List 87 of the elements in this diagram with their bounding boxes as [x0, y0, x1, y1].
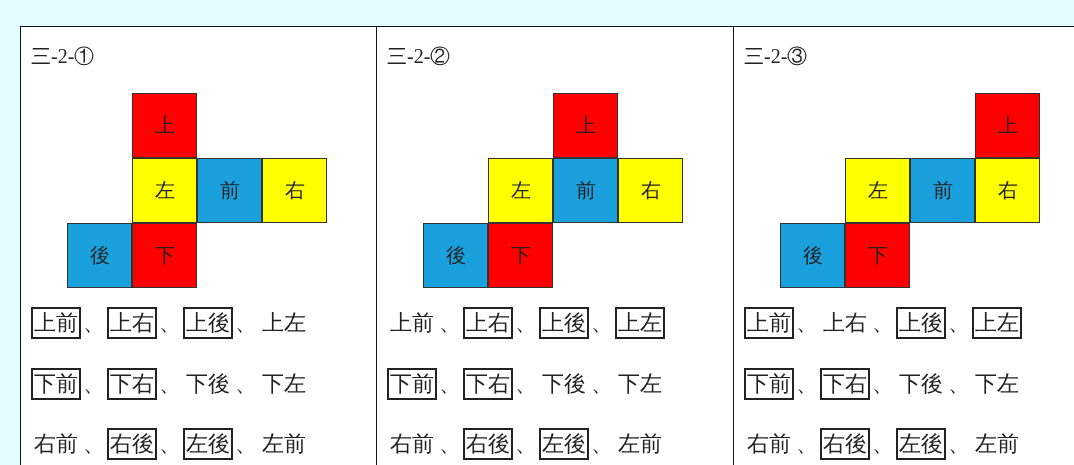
boxed-answer: 下右 [107, 368, 157, 400]
cube-face: 上 [553, 93, 618, 158]
answer-text: 左前 [261, 430, 307, 458]
cell-heading: 三-2-③ [744, 44, 808, 69]
boxed-answer: 右後 [107, 428, 157, 460]
cube-face: 下 [845, 223, 910, 288]
list-separator: 、 [795, 430, 819, 458]
list-separator: 、 [82, 309, 106, 337]
cube-face: 前 [197, 158, 262, 223]
boxed-answer: 右後 [463, 428, 513, 460]
boxed-answer: 上左 [972, 307, 1022, 339]
answer-text: 右前 [33, 430, 79, 458]
boxed-answer: 上後 [539, 307, 589, 339]
answer-text: 下後 [541, 370, 587, 398]
list-separator: 、 [438, 430, 462, 458]
list-separator: 、 [514, 370, 538, 398]
cube-face: 右 [618, 158, 683, 223]
cell-heading: 三-2-① [31, 44, 95, 69]
boxed-answer: 上左 [615, 307, 665, 339]
list-separator: 、 [438, 309, 462, 337]
list-separator: 、 [590, 430, 614, 458]
cube-face: 下 [132, 223, 197, 288]
boxed-answer: 上前 [744, 307, 794, 339]
boxed-answer: 下前 [744, 368, 794, 400]
cube-face: 上 [975, 93, 1040, 158]
list-separator: 、 [871, 430, 895, 458]
boxed-answer: 上後 [183, 307, 233, 339]
answer-text: 下後 [185, 370, 231, 398]
table-cell [20, 26, 377, 465]
answer-text: 上右 [822, 309, 868, 337]
list-separator: 、 [158, 430, 182, 458]
boxed-answer: 上右 [463, 307, 513, 339]
list-separator: 、 [158, 370, 182, 398]
list-separator: 、 [795, 309, 819, 337]
cube-face: 後 [780, 223, 845, 288]
list-separator: 、 [234, 309, 258, 337]
answer-text: 右前 [746, 430, 792, 458]
cube-face: 後 [67, 223, 132, 288]
boxed-answer: 上右 [107, 307, 157, 339]
answer-text: 下左 [974, 370, 1020, 398]
cube-face: 上 [132, 93, 197, 158]
boxed-answer: 左後 [539, 428, 589, 460]
boxed-answer: 下右 [463, 368, 513, 400]
answer-text: 左前 [617, 430, 663, 458]
cell-heading: 三-2-② [387, 44, 451, 69]
table-cell [376, 26, 734, 465]
cube-face: 右 [975, 158, 1040, 223]
list-separator: 、 [947, 309, 971, 337]
answer-text: 下左 [617, 370, 663, 398]
list-separator: 、 [514, 430, 538, 458]
list-separator: 、 [947, 370, 971, 398]
answer-text: 上左 [261, 309, 307, 337]
boxed-answer: 下前 [387, 368, 437, 400]
table-cell [733, 26, 1074, 465]
list-separator: 、 [947, 430, 971, 458]
cube-face: 左 [488, 158, 553, 223]
cube-face: 左 [845, 158, 910, 223]
list-separator: 、 [82, 370, 106, 398]
boxed-answer: 下前 [31, 368, 81, 400]
boxed-answer: 左後 [896, 428, 946, 460]
list-separator: 、 [590, 309, 614, 337]
list-separator: 、 [590, 370, 614, 398]
boxed-answer: 上後 [896, 307, 946, 339]
answer-text: 下後 [898, 370, 944, 398]
boxed-answer: 左後 [183, 428, 233, 460]
list-separator: 、 [795, 370, 819, 398]
list-separator: 、 [234, 430, 258, 458]
list-separator: 、 [234, 370, 258, 398]
list-separator: 、 [871, 309, 895, 337]
answer-text: 上前 [389, 309, 435, 337]
cube-face: 後 [423, 223, 488, 288]
answer-text: 下左 [261, 370, 307, 398]
list-separator: 、 [82, 430, 106, 458]
boxed-answer: 右後 [820, 428, 870, 460]
boxed-answer: 上前 [31, 307, 81, 339]
list-separator: 、 [158, 309, 182, 337]
boxed-answer: 下右 [820, 368, 870, 400]
answer-text: 右前 [389, 430, 435, 458]
list-separator: 、 [438, 370, 462, 398]
list-separator: 、 [871, 370, 895, 398]
answer-text: 左前 [974, 430, 1020, 458]
cube-face: 前 [910, 158, 975, 223]
cube-face: 左 [132, 158, 197, 223]
list-separator: 、 [514, 309, 538, 337]
cube-face: 下 [488, 223, 553, 288]
cube-face: 右 [262, 158, 327, 223]
cube-face: 前 [553, 158, 618, 223]
